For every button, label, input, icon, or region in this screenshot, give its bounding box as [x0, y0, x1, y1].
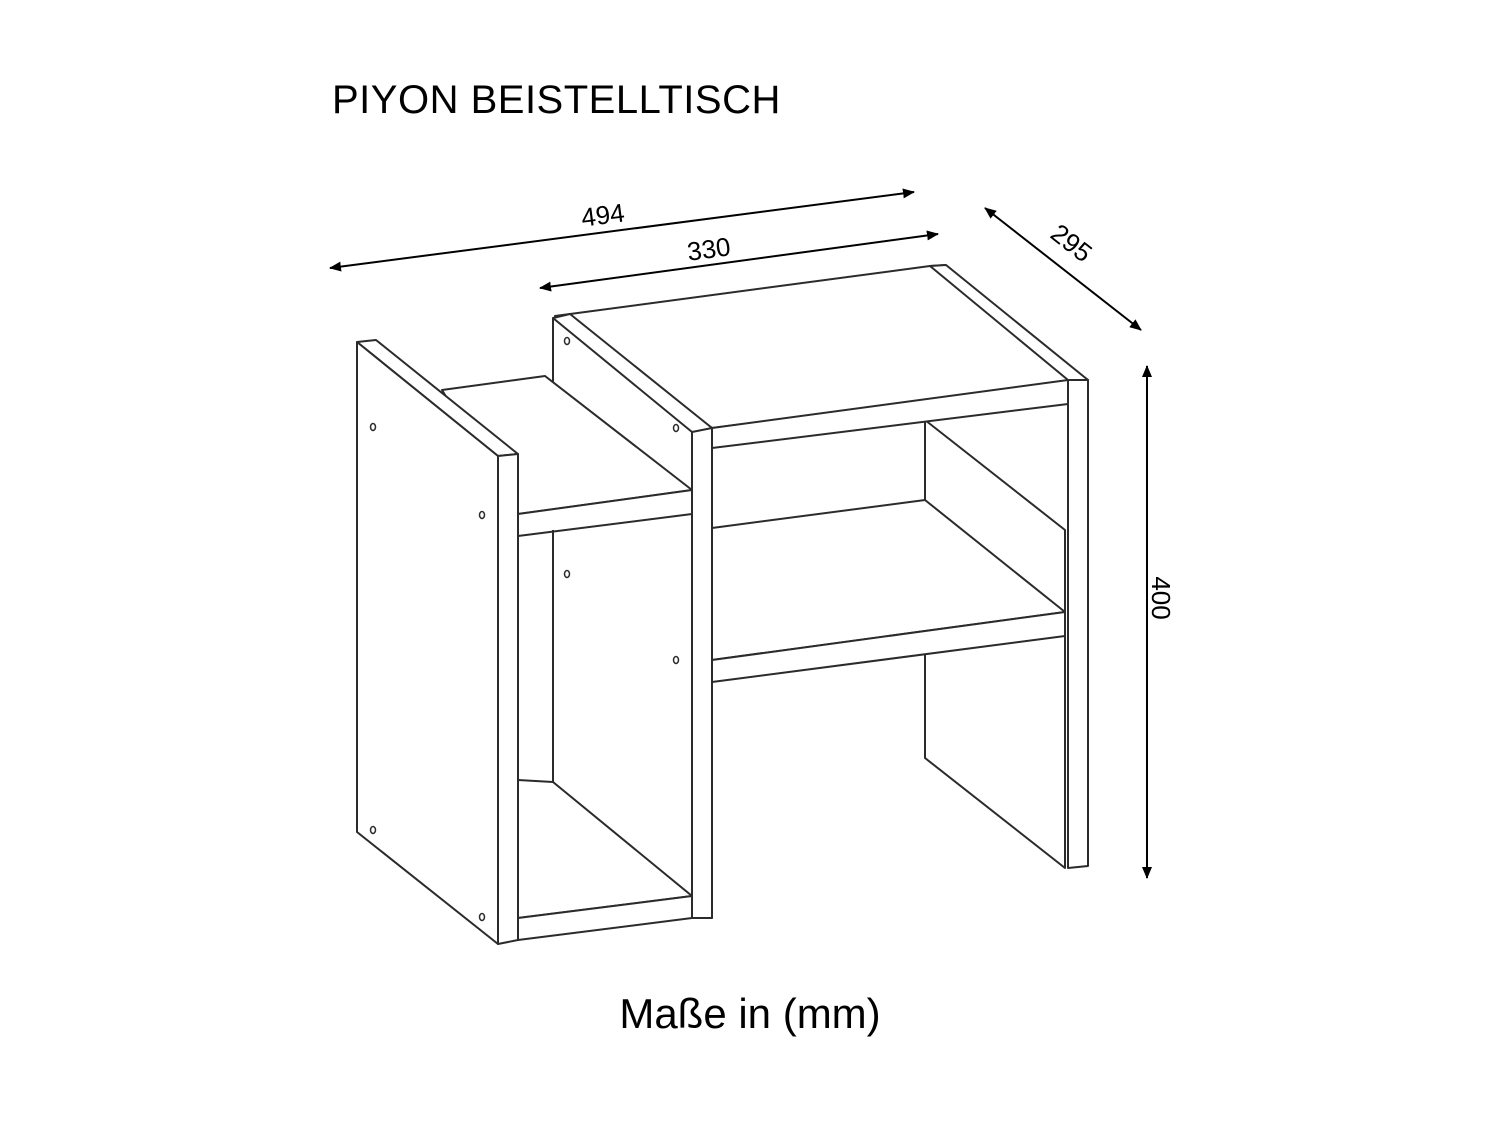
left-side-panel [356, 339, 519, 945]
dimension-height: 400 [1142, 365, 1176, 879]
top-panel [554, 264, 1089, 449]
dimension-top-width: 330 [539, 230, 939, 292]
dimension-label-overall-width: 494 [579, 197, 626, 232]
units-caption: Maße in (mm) [619, 990, 881, 1037]
screw-holes [369, 336, 680, 922]
dimension-depth: 295 [984, 207, 1142, 331]
right-side-panel [1067, 379, 1089, 869]
center-divider-panel [552, 313, 713, 919]
page-title: PIYON BEISTELLTISCH [332, 78, 781, 122]
dimension-label-height: 400 [1146, 576, 1176, 619]
dimension-label-top-width: 330 [685, 231, 732, 267]
dimension-overall-width: 494 [329, 188, 915, 272]
left-bottom-shelf [517, 779, 693, 941]
